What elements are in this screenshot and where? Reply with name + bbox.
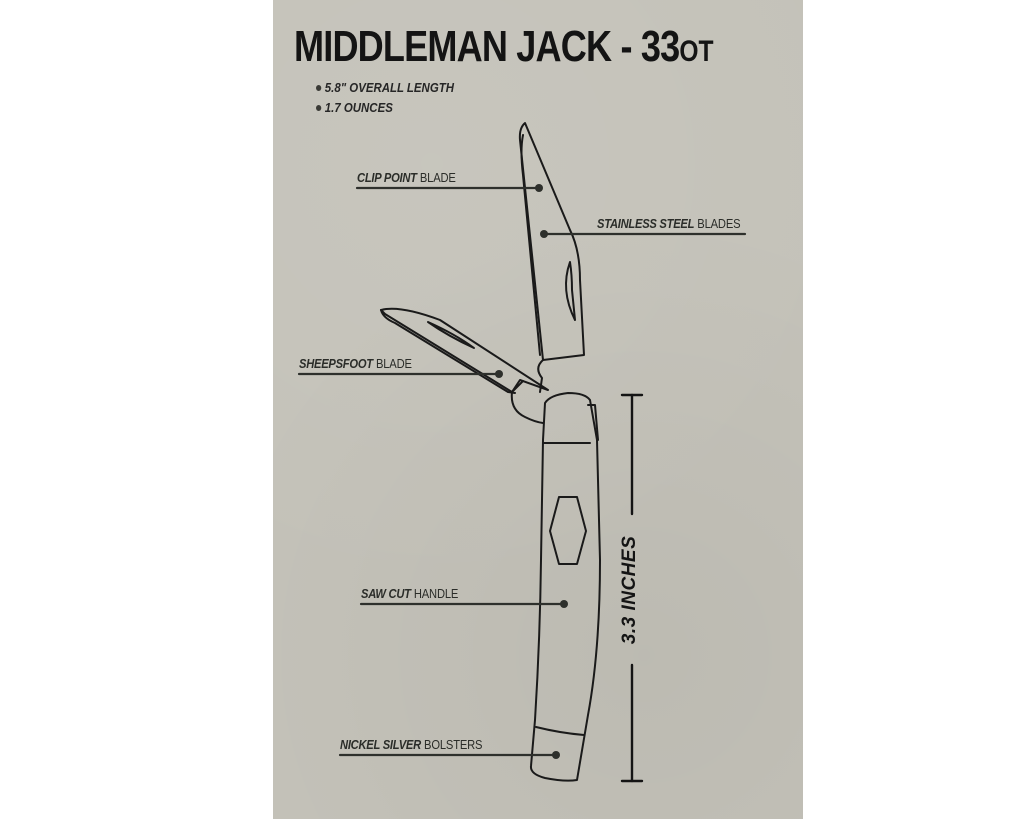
callout-strong: NICKEL SILVER (340, 737, 421, 752)
spec-card (273, 0, 803, 819)
spec-item-weight: 1.7 OUNCES (316, 98, 454, 118)
spec-list: 5.8" OVERALL LENGTH 1.7 OUNCES (316, 78, 473, 118)
clip-point-blade-drawing (518, 122, 585, 393)
callout-light: HANDLE (413, 586, 459, 601)
callout-strong: CLIP POINT (357, 170, 417, 185)
callout-light: BLADES (697, 216, 741, 231)
bullet-icon (316, 104, 322, 111)
callout-light: BOLSTERS (424, 737, 483, 752)
callout-light: BLADE (419, 170, 456, 185)
dimension-text: 3.3 INCHES (619, 535, 640, 645)
dimension-bracket (620, 393, 644, 783)
spec-text: 5.8" OVERALL LENGTH (324, 80, 454, 95)
handle-drawing (529, 392, 601, 782)
callout-stainless-steel: STAINLESS STEEL BLADES (597, 216, 741, 232)
sheepsfoot-blade-drawing (380, 307, 549, 424)
callout-strong: STAINLESS STEEL (597, 216, 695, 231)
callout-saw-cut: SAW CUT HANDLE (361, 586, 458, 602)
callout-strong: SHEEPSFOOT (299, 356, 373, 371)
title-suffix: OT (679, 35, 714, 68)
dimension-label: 3.3 INCHES (619, 520, 640, 660)
callout-strong: SAW CUT (361, 586, 411, 601)
callout-light: BLADE (375, 356, 412, 371)
bullet-icon (316, 84, 322, 91)
callout-sheepsfoot: SHEEPSFOOT BLADE (299, 356, 412, 372)
page-title: MIDDLEMAN JACK - 33OT (294, 22, 714, 77)
spec-text: 1.7 OUNCES (324, 100, 393, 115)
callout-clip-point: CLIP POINT BLADE (357, 170, 456, 186)
spec-item-length: 5.8" OVERALL LENGTH (316, 78, 454, 98)
leader-dots (495, 184, 568, 759)
callout-nickel-silver: NICKEL SILVER BOLSTERS (340, 737, 483, 753)
title-main: MIDDLEMAN JACK - 33 (294, 22, 680, 71)
leader-lines (297, 186, 747, 757)
